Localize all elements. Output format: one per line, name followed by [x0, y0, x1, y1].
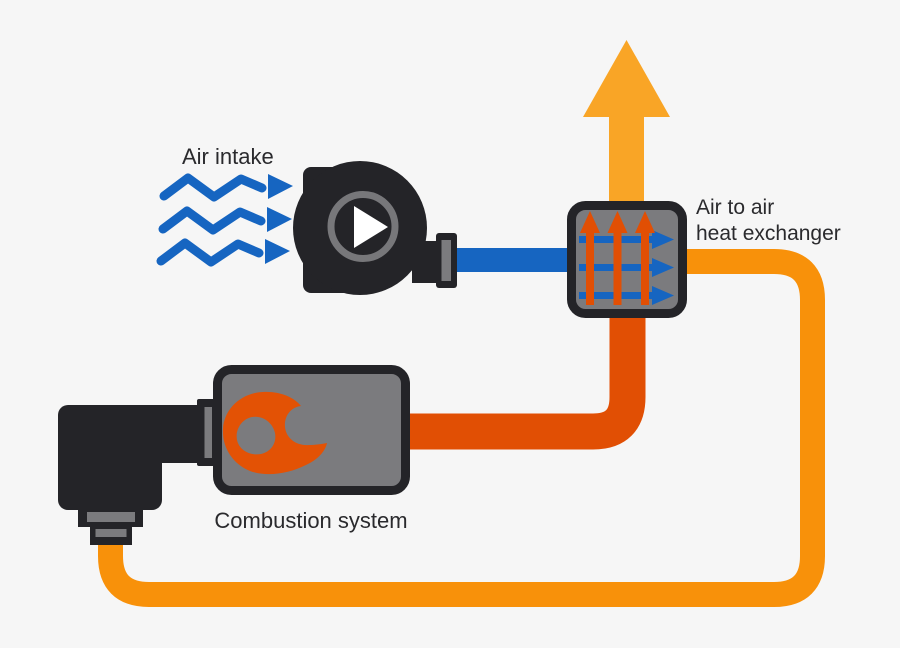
wave-arrow-head	[268, 174, 293, 199]
flame-icon	[222, 391, 327, 475]
air-intake-flow-icons	[156, 173, 293, 267]
blower-fan-icon	[293, 161, 457, 295]
return-loop-pipe	[98, 249, 825, 607]
hot-gas-pipe	[408, 316, 646, 450]
wavy-arrow-icon	[156, 238, 290, 267]
fan-flange-stripe	[441, 240, 451, 281]
nozzle-step-2-stripe	[95, 529, 127, 537]
wave-line	[159, 173, 267, 202]
air-intake-label: Air intake	[182, 144, 274, 169]
combustion-system-label: Combustion system	[214, 508, 408, 533]
burner-arm	[150, 405, 202, 463]
wavy-arrow-icon	[159, 173, 293, 202]
wavy-arrow-icon	[158, 206, 292, 235]
cold-arrow-heads	[652, 230, 674, 305]
heat-exchanger-label-line2: heat exchanger	[696, 222, 841, 245]
burner-flange-stripe	[204, 407, 212, 458]
fan-outlet	[412, 241, 440, 283]
burner-assembly	[58, 399, 216, 545]
wave-line	[156, 238, 264, 267]
play-icon	[354, 206, 388, 248]
heat-exchanger-hot-arrows-icon	[580, 211, 655, 305]
heat-exchanger-label: Air to air heat exchanger	[696, 195, 841, 247]
wave-arrow-head	[265, 239, 290, 264]
combustion-box	[213, 365, 410, 495]
heat-exchanger-box	[567, 201, 687, 318]
hot-arrow-shafts	[586, 231, 649, 305]
combustion-body	[213, 365, 410, 495]
burner-body	[58, 405, 162, 510]
exhaust-up-arrow-icon	[583, 40, 670, 206]
wave-line	[158, 206, 266, 235]
wave-arrow-head	[267, 207, 292, 232]
hot-arrow-heads	[580, 211, 655, 233]
fan-ring	[327, 191, 399, 262]
nozzle-step-1-stripe	[87, 512, 135, 522]
heat-exchanger-label-line1: Air to air	[696, 196, 775, 219]
